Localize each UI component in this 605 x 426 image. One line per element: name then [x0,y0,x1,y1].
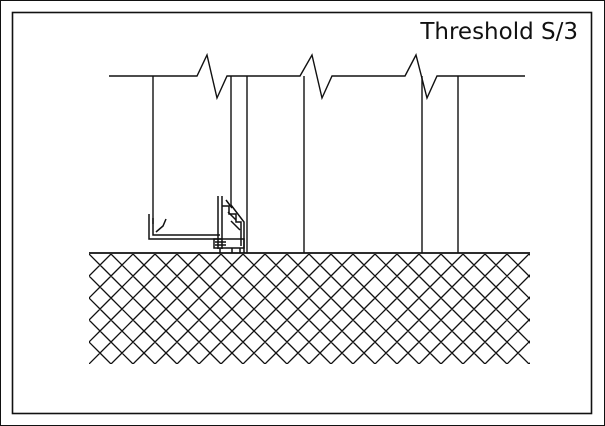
seal-strip [217,196,223,249]
drip-hook [155,218,167,233]
threshold-profile [148,196,245,253]
gasket-lines [215,241,226,246]
wall-lines [152,76,459,253]
top-break-line [109,52,525,101]
sill-angle-outer [148,214,222,240]
parquet-plank-edges [89,254,530,364]
drawing-frame [11,11,593,415]
door-bottom-rail [230,204,245,253]
seal-fin-ticks [225,199,241,231]
threshold-base [213,238,245,249]
seal-fins [222,205,242,246]
threshold-feet [219,248,241,253]
drawing-title: Threshold S/3 [419,19,578,45]
parquet-floor-hatch [89,254,530,364]
sill-angle-inner [152,218,220,236]
